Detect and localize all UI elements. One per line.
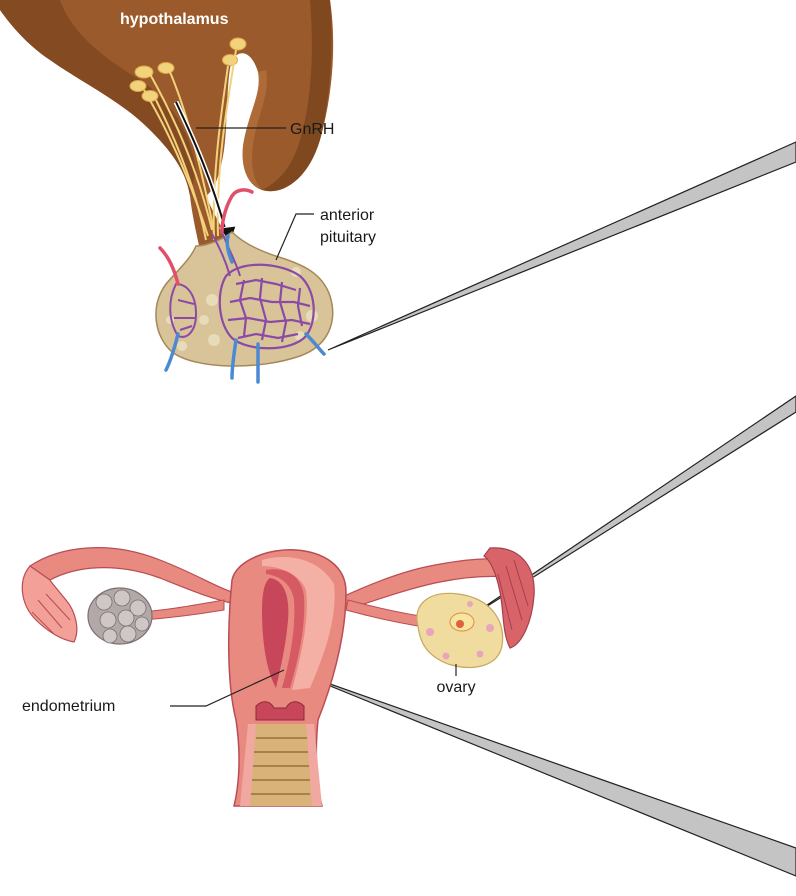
anterior-pituitary-leader-line xyxy=(276,214,314,260)
anterior-pituitary-label-line2: pituitary xyxy=(320,229,376,246)
ovary-label: ovary xyxy=(436,679,475,696)
ovary-left xyxy=(88,588,152,644)
pituitary-gland xyxy=(156,190,333,382)
callout-pituitary xyxy=(328,142,796,350)
hypothalamus-tissue xyxy=(0,0,333,250)
callout-endometrium xyxy=(296,672,796,876)
hypothalamus-label: hypothalamus xyxy=(120,11,229,28)
gnrh-label: GnRH xyxy=(290,121,334,138)
anterior-pituitary-label-line1: anterior xyxy=(320,207,375,224)
uterus xyxy=(22,548,534,806)
endometrium-label: endometrium xyxy=(22,698,115,715)
